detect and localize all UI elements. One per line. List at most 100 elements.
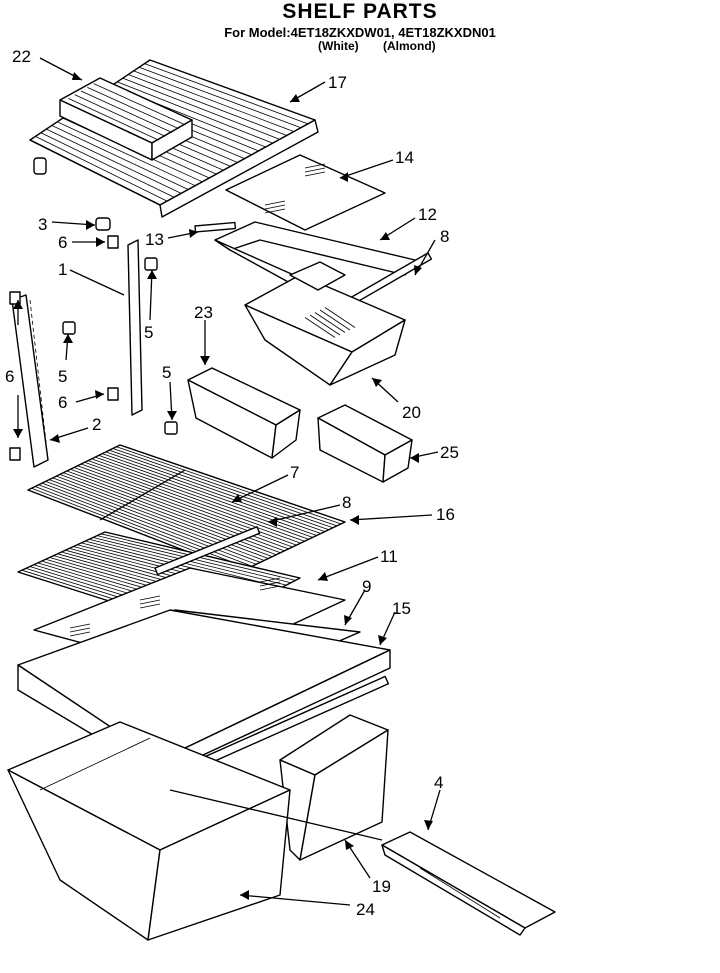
shelf-wire — [117, 81, 273, 144]
shelf-wire — [35, 136, 168, 202]
glass-glare — [69, 631, 91, 637]
shelf-wire — [42, 482, 257, 565]
callout-23: 23 — [194, 303, 213, 322]
access-cover — [381, 831, 556, 936]
callout-22: 22 — [12, 47, 31, 66]
callout-11: 11 — [380, 547, 398, 566]
shelf-wire — [138, 66, 302, 129]
callout-9: 9 — [362, 577, 371, 596]
glass-glare — [304, 167, 326, 173]
callout-5c: 5 — [162, 363, 171, 382]
egg-cell-divider — [74, 94, 166, 137]
callout-25: 25 — [440, 443, 459, 462]
shelf-wire — [57, 121, 196, 187]
callout-20: 20 — [402, 403, 421, 422]
callout-5a: 5 — [144, 323, 153, 342]
side-rail-left — [11, 294, 49, 468]
glass-glare — [139, 595, 161, 601]
pin-part — [33, 157, 111, 231]
shelf-wire — [98, 455, 321, 534]
callout-17: 17 — [328, 73, 347, 92]
ladder-rail — [127, 239, 143, 416]
callout-16: 16 — [436, 505, 455, 524]
shelf-wire — [38, 484, 253, 567]
callout-6b: 6 — [5, 367, 14, 386]
glass-glare — [259, 585, 281, 591]
egg-cell-divider — [93, 83, 186, 126]
shelf-wire — [144, 63, 309, 125]
pan-rib — [319, 309, 351, 331]
shelf-wire — [128, 74, 287, 136]
shelf-wire — [133, 70, 295, 132]
shelf-wire — [51, 125, 189, 190]
callout-6a: 6 — [58, 233, 67, 252]
glass-glare — [69, 627, 91, 633]
shelf-wire — [52, 477, 269, 559]
callout-8b: 8 — [342, 493, 351, 512]
egg-cell-divider — [68, 97, 159, 141]
shelf-wire — [46, 128, 182, 194]
callout-15: 15 — [392, 599, 411, 618]
color-white-label: (White) — [318, 39, 359, 53]
callout-13: 13 — [145, 230, 164, 249]
pan-rib — [309, 314, 341, 336]
shelf-wire — [45, 480, 261, 563]
glass-glare — [264, 204, 286, 210]
egg-cell-divider — [80, 90, 173, 133]
shelf-wire — [95, 456, 317, 536]
pan-rib — [304, 317, 336, 338]
meat-pan — [244, 261, 406, 386]
egg-tray — [59, 77, 193, 161]
model-line: For Model:4ET18ZKXDW01, 4ET18ZKXDN01 — [224, 25, 496, 40]
callout-14: 14 — [395, 148, 414, 167]
callout-1: 1 — [58, 260, 67, 279]
arrowheads — [13, 72, 433, 900]
shelf-wire — [40, 132, 175, 198]
callout-5b: 5 — [58, 367, 67, 386]
glass-glare — [304, 171, 326, 177]
callout-6c: 6 — [58, 393, 67, 412]
shelf-wire — [49, 479, 265, 561]
shelf-wire — [112, 448, 338, 527]
trim-strip-lower — [154, 526, 261, 576]
egg-cell-divider — [87, 86, 179, 130]
callout-24: 24 — [356, 900, 375, 919]
glass-crisper-cover — [225, 154, 386, 231]
callout-12: 12 — [418, 205, 437, 224]
trim-strip — [194, 221, 237, 233]
small-bin — [317, 404, 413, 483]
callout-4: 4 — [434, 773, 443, 792]
shelf-wire — [77, 465, 297, 546]
pan-rib — [324, 307, 356, 328]
color-almond-label: (Almond) — [383, 39, 436, 53]
glass-glare — [264, 208, 286, 214]
screw-parts — [62, 257, 178, 435]
shelf-wire — [102, 453, 325, 532]
clip-parts — [9, 235, 119, 461]
shelf-wire — [88, 460, 309, 540]
glass-glare — [259, 577, 281, 583]
callout-2: 2 — [92, 415, 101, 434]
shelf-wire — [122, 77, 280, 140]
storage-bin — [187, 367, 301, 459]
crisper-drawer-left — [7, 721, 291, 941]
shelf-wire — [116, 446, 342, 525]
glass-glare — [139, 603, 161, 609]
glass-glare — [69, 623, 91, 629]
diagram-title: SHELF PARTS — [282, 0, 438, 23]
shelf-wire — [34, 486, 249, 569]
callout-3: 3 — [38, 215, 47, 234]
callout-8a: 8 — [440, 227, 449, 246]
glass-glare — [304, 163, 326, 169]
glass-glare — [264, 200, 286, 206]
glass-glare — [259, 581, 281, 587]
crisper-drawer-right — [279, 714, 389, 861]
shelf-wire — [80, 463, 301, 544]
shelf-wire — [84, 461, 305, 542]
crisper-frame — [17, 609, 391, 776]
callout-19: 19 — [372, 877, 391, 896]
callout-7: 7 — [290, 463, 299, 482]
callout-labels: 22 17 14 12 8 3 6 13 1 5 23 6 5 5 20 6 2… — [5, 47, 459, 919]
glass-glare — [139, 599, 161, 605]
